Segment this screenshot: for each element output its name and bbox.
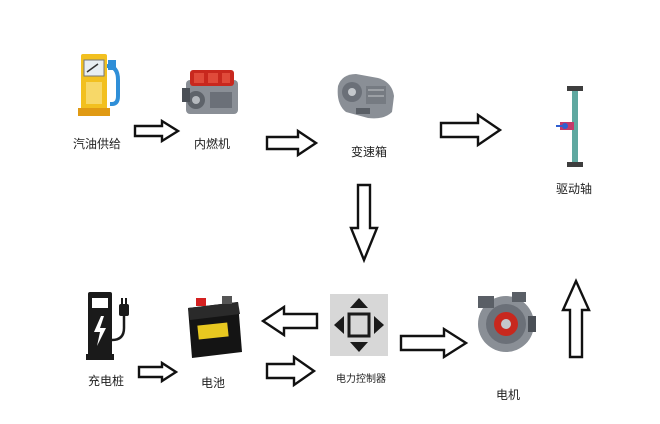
engine-icon (180, 62, 244, 122)
node-label: 电池 (201, 374, 225, 391)
node-label: 汽油供给 (73, 135, 121, 152)
node-label: 驱动轴 (556, 180, 592, 197)
arrow-controller-to-motor (400, 328, 468, 358)
arrow-fuel-to-engine (134, 120, 180, 142)
arrow-engine-to-gearbox (266, 130, 318, 156)
arrow-gearbox-to-axle (440, 114, 502, 146)
fuel-pump-icon (78, 52, 122, 118)
arrow-charger-to-battery (138, 362, 178, 382)
node-label: 电机 (496, 386, 520, 403)
power-controller-icon (330, 294, 388, 356)
battery-icon (184, 294, 244, 360)
charging-pile-icon (86, 290, 132, 362)
arrow-motor-to-axle (562, 280, 590, 358)
arrow-battery-to-controller (266, 356, 316, 386)
node-label: 变速箱 (351, 143, 387, 160)
arrow-controller-to-battery (262, 306, 318, 336)
node-label: 电力控制器 (336, 370, 386, 385)
electric-motor-icon (472, 290, 538, 354)
node-label: 充电桩 (88, 372, 124, 389)
gearbox-icon (334, 68, 398, 122)
node-label: 内燃机 (194, 135, 230, 152)
drive-axle-icon (556, 86, 586, 168)
arrow-gearbox-to-controller (350, 184, 378, 262)
